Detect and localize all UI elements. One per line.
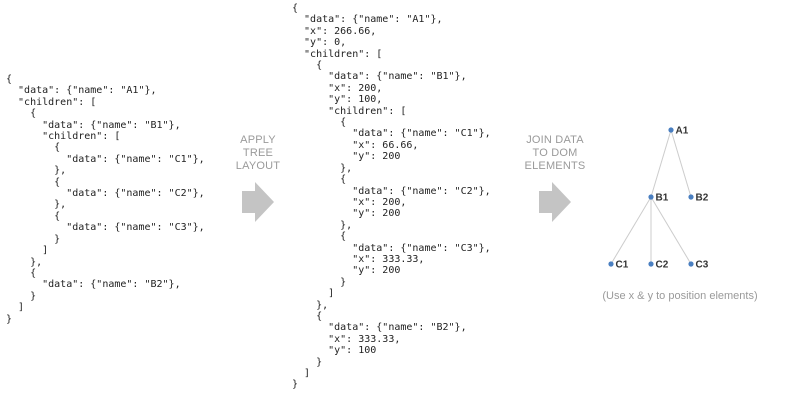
code-line: "children": [ [6,96,97,108]
step-label-line: TREE [242,147,274,159]
tree-link-b1-c1 [610,196,652,265]
step-label-line: ELEMENTS [524,160,586,172]
tree-node-b1: B1 [648,193,669,204]
code-line: "y": 200 [292,208,401,220]
step-label-line: JOIN DATA [526,134,584,146]
code-line: "data": {"name": "C2"}, [6,188,205,200]
code-line: "data": {"name": "A1"}, [6,85,157,97]
tree-node-a1: A1 [668,126,689,137]
code-line: "data": {"name": "A1"}, [292,14,443,26]
code-line: ] [6,245,49,257]
code-line: "children": [ [292,105,407,117]
code-line: { [6,74,13,85]
tree-node-dot [688,261,694,267]
right-arrow-icon [242,182,274,222]
tree-caption: (Use x & y to position elements) [602,290,758,302]
code-line: "children": [ [292,48,383,60]
tree-node-label: C1 [615,260,628,271]
code-line: { [292,231,347,243]
code-line: "y": 100 [292,345,377,357]
code-line: "data": {"name": "B1"}, [6,119,181,131]
code-line: "x": 200, [292,82,383,94]
tree-node-c3: C3 [688,260,709,271]
step-label-line: TO DOM [532,147,578,159]
code-line: ] [292,368,311,379]
code-line: { [292,3,299,14]
code-line: "data": {"name": "B2"}, [292,322,467,334]
code-line: ] [6,302,25,314]
code-line: }, [292,299,329,311]
code-line: }, [6,165,67,177]
code-line: { [292,310,323,322]
code-line: "y": 200 [292,151,401,163]
code-line: "data": {"name": "C2"}, [292,185,491,197]
code-line: } [292,356,323,368]
code-line: "data": {"name": "C3"}, [292,242,491,254]
code-line: "x": 266.66, [292,25,377,37]
tree-node-dot [648,261,654,267]
code-line: { [6,108,37,120]
code-line: { [6,267,37,279]
code-line: }, [292,162,353,174]
tree-links [610,129,692,265]
code-line: "x": 333.33, [292,253,425,265]
tree-node-c2: C2 [648,260,669,271]
tree-node-label: B1 [656,193,669,204]
tree-node-label: B2 [695,193,708,204]
code-line: { [6,142,61,154]
tree-node-label: C3 [695,260,708,271]
tree-link-a1-b1 [650,129,672,198]
code-line: "data": {"name": "C1"}, [6,153,205,165]
code-line: } [292,276,347,288]
arrow-shape [539,182,571,222]
code-line: }, [292,219,353,231]
code-line: "x": 333.33, [292,333,401,345]
code-line: { [292,117,347,129]
code-line: } [292,379,299,391]
apply-tree-layout-label: APPLY TREE LAYOUT [213,134,303,173]
tree-node-label: C2 [656,260,669,271]
step-label-line: LAYOUT [235,160,281,172]
code-line: "data": {"name": "C1"}, [292,128,491,140]
code-line: "y": 200 [292,265,401,277]
code-line: "children": [ [6,131,121,143]
right-arrow-icon [539,182,571,222]
tree-node-c1: C1 [608,260,629,271]
tree-link-b1-c3 [650,196,692,265]
code-line: "data": {"name": "C3"}, [6,222,205,234]
output-json-code: { "data": {"name": "A1"}, "x": 266.66, "… [292,3,491,391]
code-line: { [292,60,323,72]
code-line: "y": 100, [292,94,383,106]
code-line: "x": 200, [292,196,407,208]
tree-node-dot [688,194,694,200]
step-label-line: APPLY [240,134,276,146]
tree-link-a1-b2 [670,129,692,198]
code-line: } [6,233,61,245]
code-line: } [6,313,13,325]
code-line: ] [292,288,335,300]
code-line: }, [6,256,43,268]
tree-node-dot [648,194,654,200]
apply-tree-layout-step: APPLY TREE LAYOUT [213,134,303,222]
arrow-shape [242,182,274,222]
code-line: "x": 66.66, [292,139,419,151]
code-line: { [292,174,347,186]
join-data-step: JOIN DATA TO DOM ELEMENTS [510,134,600,222]
join-data-label: JOIN DATA TO DOM ELEMENTS [510,134,600,173]
code-line: }, [6,199,67,211]
code-line: "y": 0, [292,37,347,49]
tree-node-dot [668,127,674,133]
tree-node-b2: B2 [688,193,709,204]
code-line: { [6,210,61,222]
code-line: } [6,290,37,302]
input-json-code: { "data": {"name": "A1"}, "children": [ … [6,74,205,325]
code-line: "data": {"name": "B1"}, [292,71,467,83]
tree-node-label: A1 [675,126,688,137]
tree-node-dot [608,261,614,267]
code-line: { [6,176,61,188]
code-line: "data": {"name": "B2"}, [6,279,181,291]
